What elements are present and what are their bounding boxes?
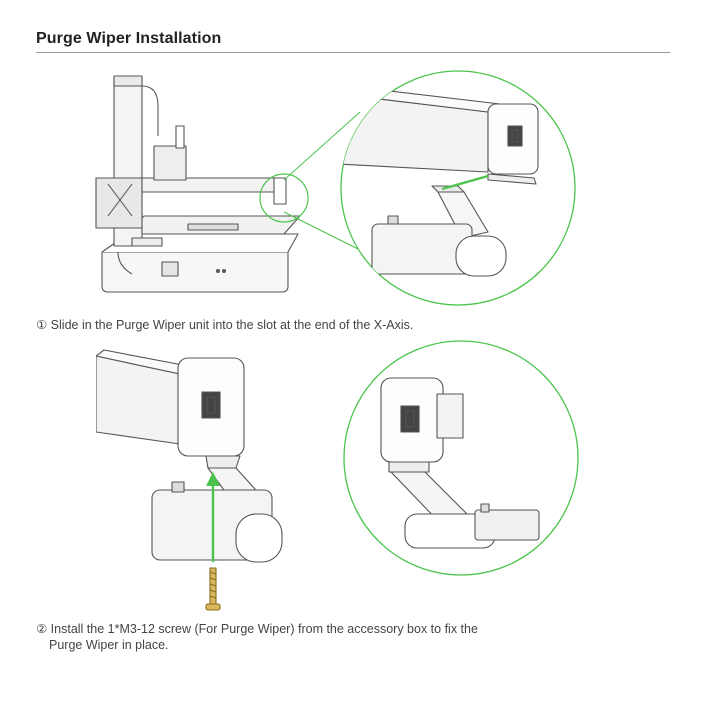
printer-overview-illustration	[95, 75, 309, 293]
zoom-connector-lines	[283, 111, 361, 251]
step-2-line-1: ② Install the 1*M3-12 screw (For Purge W…	[36, 622, 478, 636]
screw-install-illustration	[96, 349, 283, 611]
step-1-text: ① Slide in the Purge Wiper unit into the…	[36, 318, 414, 332]
wiper-detail-illustration	[343, 340, 579, 576]
step-2-line-2: Purge Wiper in place.	[49, 638, 169, 652]
slot-detail-illustration	[340, 70, 576, 306]
step-2-text: ② Install the 1*M3-12 screw (For Purge W…	[36, 621, 676, 653]
title-divider	[36, 52, 670, 53]
page-title: Purge Wiper Installation	[36, 30, 222, 47]
